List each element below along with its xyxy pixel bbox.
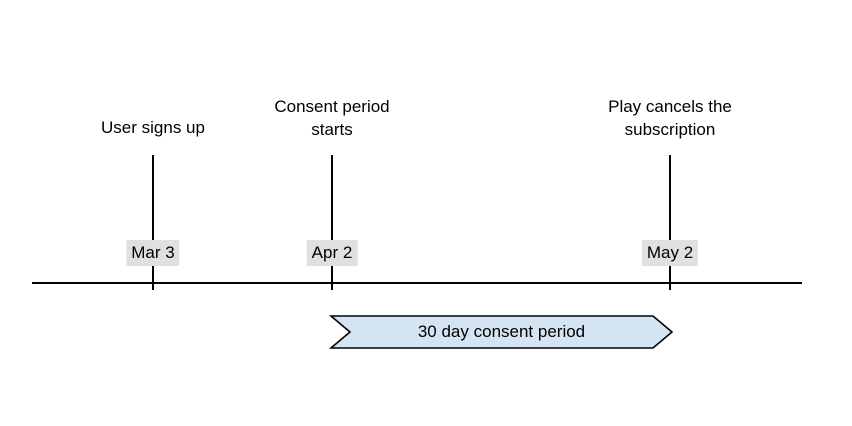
date-chip-signup: Mar 3 — [126, 240, 180, 266]
date-chip-play-cancels: May 2 — [641, 240, 699, 266]
marker-stem-signup — [152, 155, 154, 290]
event-label-play-cancels: Play cancels the subscription — [608, 97, 732, 139]
marker-stem-consent-start — [331, 155, 333, 290]
consent-period-band-shape — [328, 315, 674, 349]
event-label-consent-start: Consent period starts — [274, 97, 390, 139]
timeline-axis — [32, 282, 802, 284]
consent-period-band: 30 day consent period — [328, 315, 674, 349]
event-label-signup: User signs up — [101, 118, 205, 137]
date-chip-consent-start: Apr 2 — [306, 240, 358, 266]
marker-stem-play-cancels — [669, 155, 671, 290]
